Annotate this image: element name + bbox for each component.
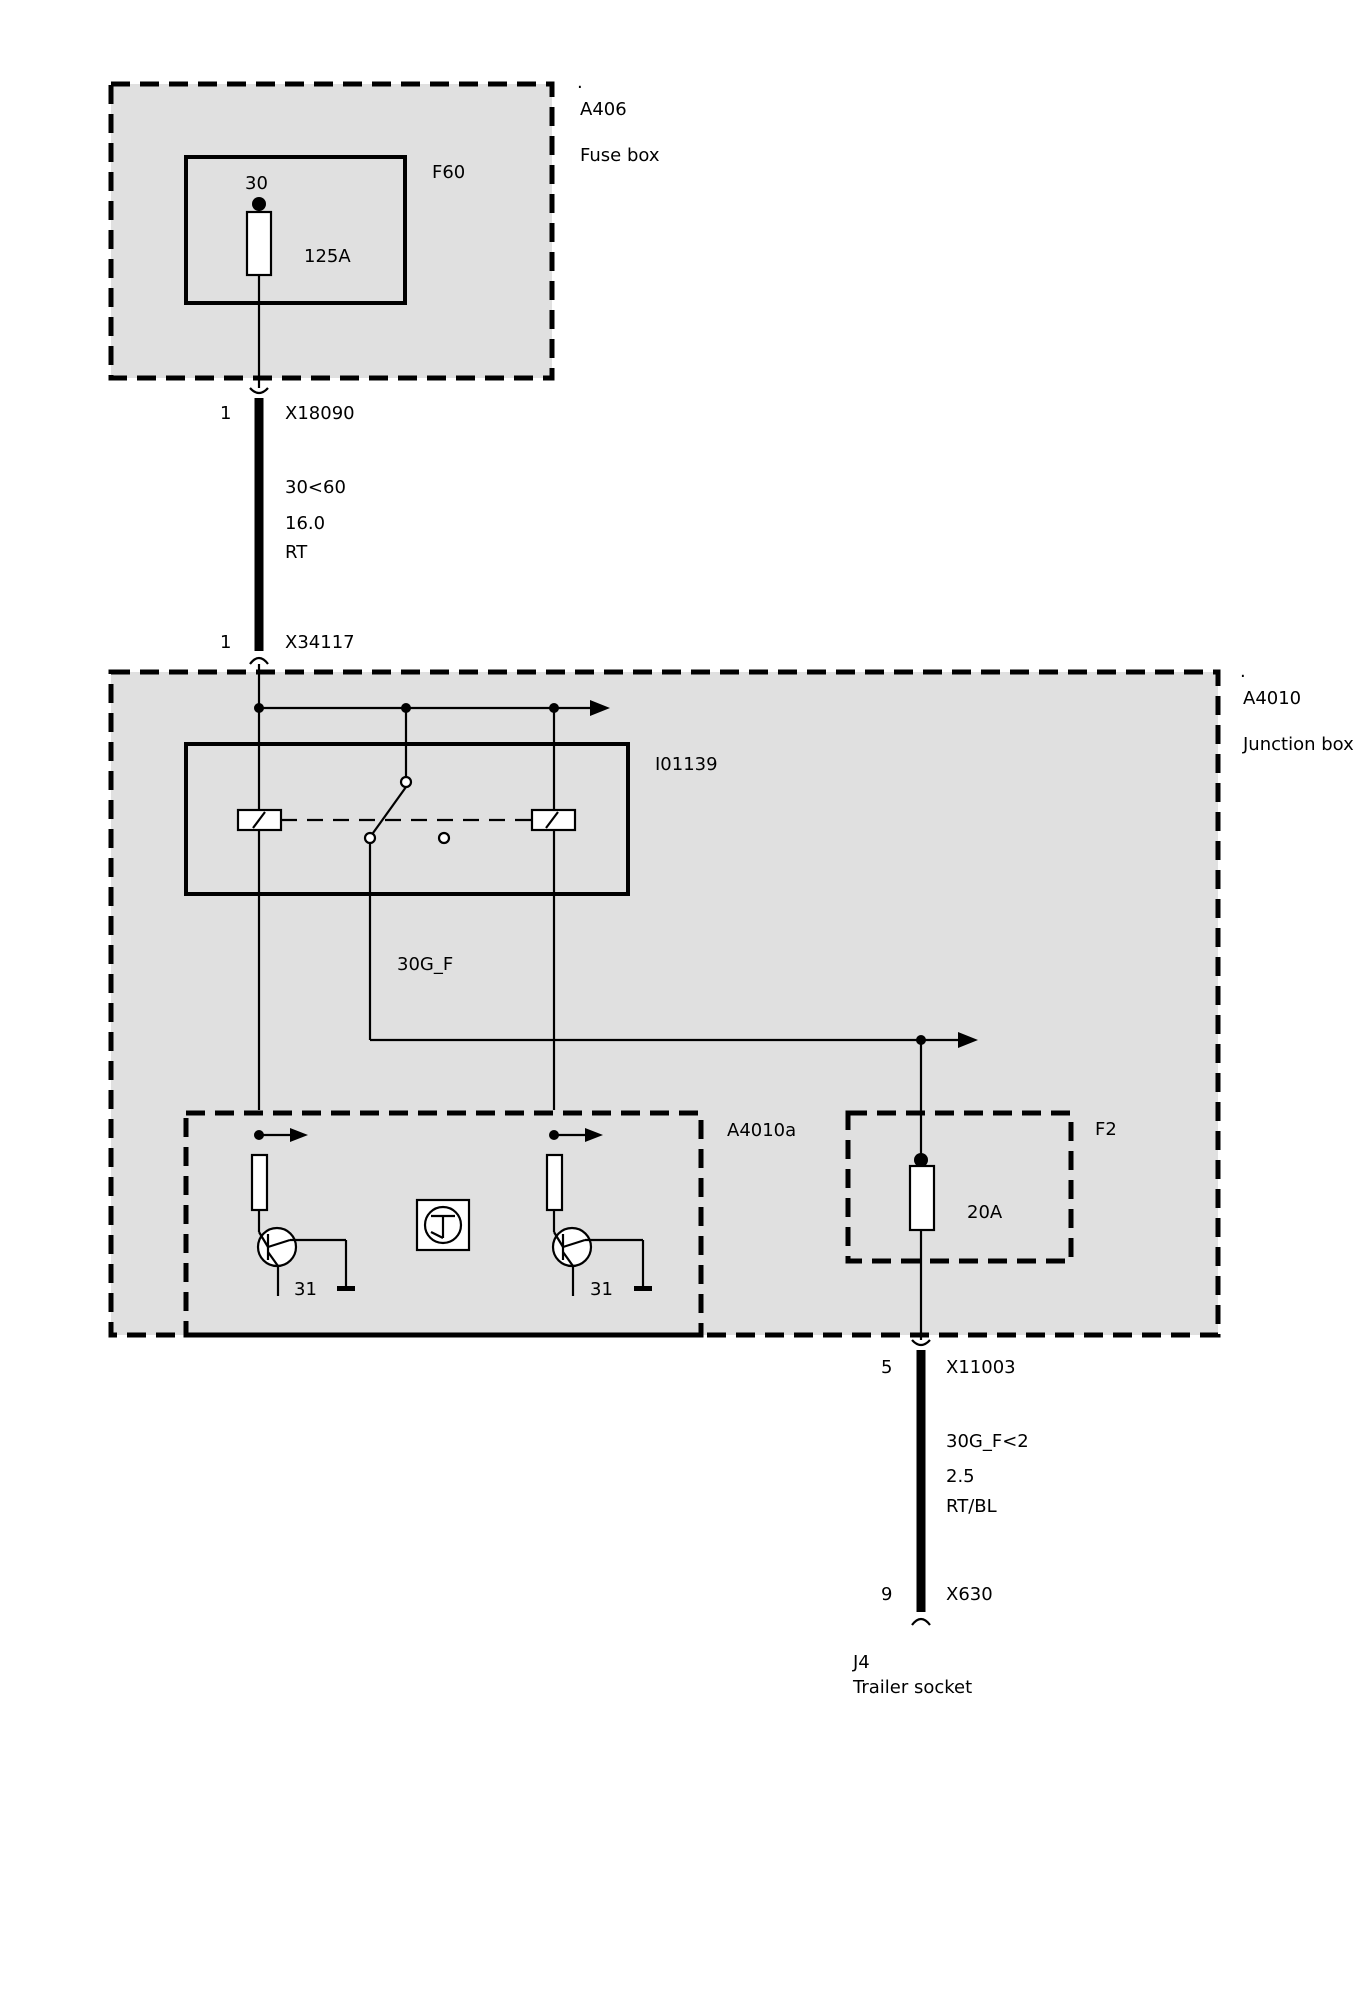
relay-coil-right-mark bbox=[545, 811, 559, 829]
wire-upper-circuit: 30<60 bbox=[285, 477, 346, 498]
connector-x630-symbol bbox=[911, 1617, 931, 1626]
junction-box-outline bbox=[108, 669, 1221, 1338]
fuse-box-a406: 30 125A F60 bbox=[108, 81, 555, 388]
wire-lower-connector-top: X11003 bbox=[946, 1357, 1016, 1378]
fuse-box-id: A406 bbox=[580, 99, 627, 120]
wire-upper-gauge: 16.0 bbox=[285, 513, 325, 534]
wire-upper-pin-bottom: 1 bbox=[220, 632, 231, 653]
transistor-right-emitter-b bbox=[562, 1251, 574, 1267]
relay-switch-common bbox=[399, 775, 413, 789]
wire-upper bbox=[249, 387, 269, 665]
fuse-f60-rating: 125A bbox=[304, 246, 351, 267]
resistor-left bbox=[250, 1153, 269, 1212]
junction-box-name: Junction box bbox=[1242, 734, 1354, 755]
module-a4010a-outline bbox=[183, 1110, 704, 1338]
fuse-f60-terminal: 30 bbox=[245, 173, 268, 194]
transistor-right bbox=[551, 1226, 593, 1268]
transistor-left-collector bbox=[258, 1231, 269, 1248]
module-right-arrow bbox=[585, 1128, 603, 1142]
ground-right-symbol bbox=[634, 1286, 652, 1291]
relay-i01139-box bbox=[184, 742, 630, 896]
bus-arrow-top bbox=[590, 700, 610, 716]
fuse-box-outline bbox=[108, 81, 555, 381]
wire-lower-gauge: 2.5 bbox=[946, 1466, 975, 1487]
transistor-left bbox=[256, 1226, 298, 1268]
fuse-f60-element bbox=[245, 210, 273, 277]
resistor-right bbox=[545, 1153, 564, 1212]
terminal-30-dot bbox=[252, 197, 266, 211]
fuse-f2-element bbox=[908, 1164, 936, 1232]
ground-left-label: 31 bbox=[294, 1279, 317, 1300]
wire-lower-circuit: 30G_F<2 bbox=[946, 1431, 1029, 1452]
fuse-box-name: Fuse box bbox=[580, 145, 660, 166]
wire-lower-pin-top: 5 bbox=[881, 1357, 892, 1378]
fuse-box-dot: . bbox=[577, 72, 583, 93]
trailer-socket-name: Trailer socket bbox=[852, 1677, 972, 1698]
connector-x18090-symbol bbox=[249, 387, 269, 395]
wire-upper-connector-bottom: X34117 bbox=[285, 632, 355, 653]
fuse-f2-outline bbox=[845, 1110, 1074, 1264]
fuse-f2-rating: 20A bbox=[967, 1202, 1003, 1223]
wire-lower-color: RT/BL bbox=[946, 1496, 997, 1517]
relay-id: I01139 bbox=[655, 754, 718, 775]
transistor-left-emitter-a bbox=[267, 1238, 291, 1249]
junction-box-id: A4010 bbox=[1243, 688, 1301, 709]
relay-coil-right bbox=[530, 808, 577, 832]
fuse-f2-id: F2 bbox=[1095, 1119, 1117, 1140]
relay-switch-arm bbox=[372, 786, 407, 834]
trailer-socket-id: J4 bbox=[852, 1652, 870, 1673]
fuse-f60-box bbox=[184, 155, 407, 305]
relay-switch-contact-no bbox=[437, 831, 451, 845]
transistor-right-emitter-a bbox=[562, 1238, 586, 1249]
module-id: A4010a bbox=[727, 1120, 796, 1141]
ground-left-symbol bbox=[337, 1286, 355, 1291]
wire-upper-pin-top: 1 bbox=[220, 403, 231, 424]
transistor-right-collector bbox=[553, 1231, 564, 1248]
wire-lower-connector-bottom: X630 bbox=[946, 1584, 993, 1605]
wire-upper-connector-top: X18090 bbox=[285, 403, 355, 424]
relay-coil-left-mark bbox=[252, 811, 266, 829]
wire-lower-pin-bottom: 9 bbox=[881, 1584, 892, 1605]
junction-dot bbox=[254, 703, 264, 713]
module-left-arrow bbox=[290, 1128, 308, 1142]
relay-switch-contact-nc bbox=[363, 831, 377, 845]
transistor-left-emitter-b bbox=[267, 1251, 279, 1267]
fuse-f2-dot bbox=[914, 1153, 928, 1167]
wire-upper-color: RT bbox=[285, 542, 308, 563]
fuse-f60-id: F60 bbox=[432, 162, 465, 183]
connector-x11003-symbol bbox=[911, 1339, 931, 1347]
junction-box-dot: . bbox=[1240, 661, 1246, 682]
bus-arrow-30g-f bbox=[958, 1032, 978, 1048]
circuit-label-30g-f: 30G_F bbox=[397, 954, 453, 975]
wire-lower bbox=[911, 1339, 931, 1626]
connector-x34117-symbol bbox=[249, 656, 269, 665]
junction-box-a4010: 31 31 20A F2 bbox=[108, 664, 1221, 1340]
module-indicator-mark bbox=[430, 1231, 444, 1239]
ground-right-label: 31 bbox=[590, 1279, 613, 1300]
